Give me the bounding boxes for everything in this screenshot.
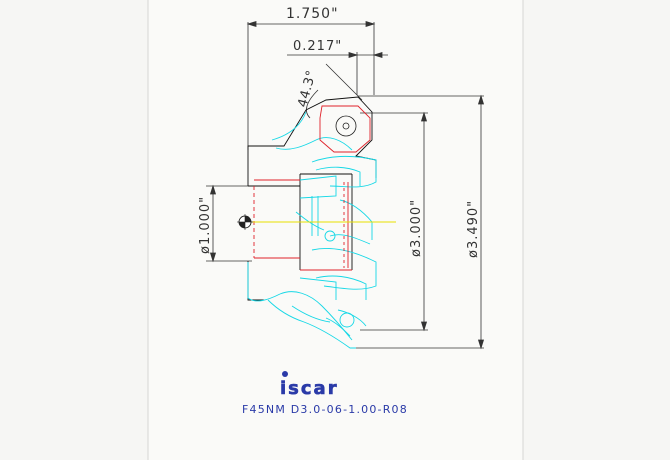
flute-contours [247,111,377,349]
brand-logo-text: iscar [280,378,339,399]
dimension-bore-diameter: ø1.000" [198,196,213,254]
drawing-sheet [147,0,524,460]
dimension-lines [206,20,485,350]
dimension-overall-length: 1.750" [286,6,339,22]
insert-pocket-lines [253,105,371,271]
iscar-logo: iscar [280,371,339,399]
dimension-max-diameter: ø3.490" [466,200,481,258]
center-mark-icon [237,214,253,230]
dimension-cutting-diameter: ø3.000" [409,199,424,257]
tool-designation: F45NM D3.0-06-1.00-R08 [242,403,408,416]
dimension-insert-offset: 0.217" [293,39,342,54]
insert-screw [335,115,357,137]
